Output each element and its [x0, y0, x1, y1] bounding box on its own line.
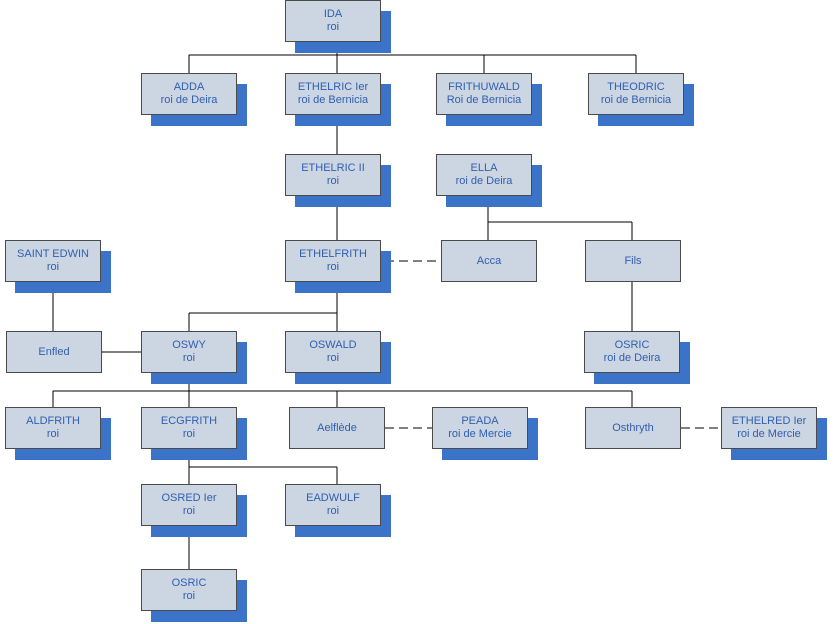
- node-box: SAINT EDWIN roi: [5, 240, 101, 282]
- node-title: roi: [326, 352, 340, 364]
- node-title: Roi de Bernicia: [446, 94, 522, 106]
- node-oswald: OSWALD roi: [285, 331, 391, 384]
- node-frithuwald: FRITHUWALD Roi de Bernicia: [436, 73, 542, 126]
- node-name: ELLA: [470, 162, 498, 174]
- node-name: OSWALD: [309, 339, 357, 351]
- node-name: ETHELRIC Ier: [297, 81, 369, 93]
- node-name: Osthryth: [612, 421, 654, 434]
- node-name: ETHELRED Ier: [731, 415, 807, 427]
- node-box: ADDA roi de Deira: [141, 73, 237, 115]
- node-name: Aelflède: [317, 421, 357, 434]
- node-fils: Fils: [585, 240, 681, 282]
- node-box: OSWY roi: [141, 331, 237, 373]
- node-name: IDA: [323, 8, 343, 20]
- node-ethelfrith: ETHELFRITH roi: [285, 240, 391, 293]
- node-name: ADDA: [173, 81, 205, 93]
- node-name: PEADA: [461, 415, 499, 427]
- node-name: OSRIC: [171, 577, 207, 589]
- node-name: EADWULF: [306, 492, 360, 504]
- node-name: ALDFRITH: [26, 415, 80, 427]
- node-title: roi: [326, 261, 340, 273]
- node-box: THEODRIC roi de Bernicia: [588, 73, 684, 115]
- node-box: ETHELFRITH roi: [285, 240, 381, 282]
- node-acca: Acca: [441, 240, 537, 282]
- node-title: roi: [326, 505, 340, 517]
- node-title: roi de Deira: [455, 175, 513, 187]
- node-box: Enfled: [6, 331, 102, 373]
- node-title: roi: [326, 175, 340, 187]
- node-ella: ELLA roi de Deira: [436, 154, 542, 207]
- node-osric-deira: OSRIC roi de Deira: [584, 331, 690, 384]
- node-title: roi de Mercie: [448, 428, 512, 440]
- node-oswy: OSWY roi: [141, 331, 247, 384]
- node-name: SAINT EDWIN: [17, 248, 89, 260]
- node-title: roi de Bernicia: [297, 94, 369, 106]
- node-title: roi de Deira: [160, 94, 218, 106]
- node-name: OSRIC: [614, 339, 650, 351]
- node-theodric: THEODRIC roi de Bernicia: [588, 73, 694, 126]
- node-title: roi: [182, 505, 196, 517]
- node-title: roi de Bernicia: [600, 94, 672, 106]
- node-osric: OSRIC roi: [141, 569, 247, 622]
- node-box: Aelflède: [289, 407, 385, 449]
- node-box: OSRED Ier roi: [141, 484, 237, 526]
- node-eadwulf: EADWULF roi: [285, 484, 391, 537]
- node-title: roi: [182, 590, 196, 602]
- node-ida: IDA roi: [285, 0, 391, 53]
- node-ethelred: ETHELRED Ier roi de Mercie: [721, 407, 827, 460]
- node-box: PEADA roi de Mercie: [432, 407, 528, 449]
- node-title: roi: [46, 428, 60, 440]
- node-box: ETHELRED Ier roi de Mercie: [721, 407, 817, 449]
- node-ecgfrith: ECGFRITH roi: [141, 407, 247, 460]
- node-name: OSWY: [172, 339, 206, 351]
- node-box: IDA roi: [285, 0, 381, 42]
- node-title: roi de Deira: [603, 352, 661, 364]
- node-saint-edwin: SAINT EDWIN roi: [5, 240, 111, 293]
- node-title: roi: [326, 21, 340, 33]
- node-name: Acca: [476, 254, 502, 267]
- node-name: FRITHUWALD: [448, 81, 520, 93]
- node-box: ALDFRITH roi: [5, 407, 101, 449]
- node-box: OSWALD roi: [285, 331, 381, 373]
- node-box: ECGFRITH roi: [141, 407, 237, 449]
- node-aelflede: Aelflède: [289, 407, 385, 449]
- node-box: ELLA roi de Deira: [436, 154, 532, 196]
- node-adda: ADDA roi de Deira: [141, 73, 247, 126]
- node-osred: OSRED Ier roi: [141, 484, 247, 537]
- node-name: ECGFRITH: [160, 415, 218, 427]
- node-name: ETHELFRITH: [299, 248, 367, 260]
- node-aldfrith: ALDFRITH roi: [5, 407, 111, 460]
- node-enfled: Enfled: [6, 331, 102, 373]
- node-title: roi de Mercie: [737, 428, 801, 440]
- node-name: Enfled: [38, 345, 70, 358]
- node-title: roi: [182, 352, 196, 364]
- node-box: OSRIC roi de Deira: [584, 331, 680, 373]
- node-name: THEODRIC: [607, 81, 665, 93]
- node-title: roi: [46, 261, 60, 273]
- node-peada: PEADA roi de Mercie: [432, 407, 538, 460]
- node-ethelric2: ETHELRIC II roi: [285, 154, 391, 207]
- node-box: FRITHUWALD Roi de Bernicia: [436, 73, 532, 115]
- node-box: Acca: [441, 240, 537, 282]
- node-name: ETHELRIC II: [301, 162, 365, 174]
- node-box: OSRIC roi: [141, 569, 237, 611]
- node-box: ETHELRIC II roi: [285, 154, 381, 196]
- node-osthryth: Osthryth: [585, 407, 681, 449]
- node-box: Osthryth: [585, 407, 681, 449]
- node-name: Fils: [624, 254, 642, 267]
- node-box: Fils: [585, 240, 681, 282]
- node-box: ETHELRIC Ier roi de Bernicia: [285, 73, 381, 115]
- node-ethelric1: ETHELRIC Ier roi de Bernicia: [285, 73, 391, 126]
- node-box: EADWULF roi: [285, 484, 381, 526]
- node-title: roi: [182, 428, 196, 440]
- node-name: OSRED Ier: [161, 492, 217, 504]
